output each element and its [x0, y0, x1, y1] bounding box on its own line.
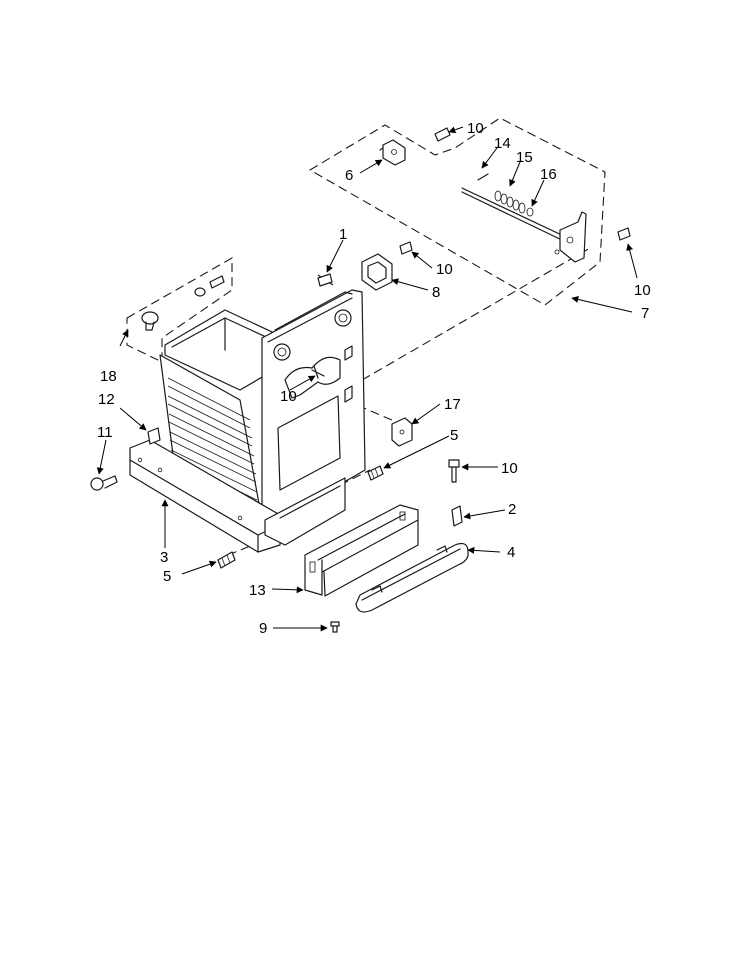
label-17: 17: [444, 396, 461, 413]
part-labels: 10 6 14 15 16 1 10 8 10 7 18 10 12 17 11…: [97, 120, 651, 637]
label-4: 4: [507, 544, 515, 561]
screw-10-top-icon: [434, 127, 451, 142]
screw-11-icon: [90, 475, 118, 491]
label-5-lower: 5: [163, 568, 171, 585]
bracket-8: [361, 253, 393, 291]
fastener-18-icon: [141, 275, 225, 331]
screw-5-upper-icon: [367, 465, 384, 481]
leader-lines: [96, 126, 638, 632]
washer-16-icon: [526, 207, 534, 217]
label-10-top: 10: [467, 120, 484, 137]
label-10-mid: 10: [280, 388, 297, 405]
latch-rod-assembly: [461, 173, 587, 263]
screw-10-panel-icon: [399, 241, 413, 255]
label-15: 15: [516, 149, 533, 166]
latch-assembly-dashed-group: [308, 117, 606, 306]
fastener-dashed-group: [126, 257, 233, 363]
bracket-17: [391, 417, 413, 447]
label-2: 2: [508, 501, 516, 518]
label-10-right: 10: [634, 282, 651, 299]
label-5-upper: 5: [450, 427, 458, 444]
clip-12-icon: [147, 427, 161, 445]
screw-1-icon: [317, 273, 333, 287]
screw-10-right-icon: [617, 227, 631, 241]
label-14: 14: [494, 135, 511, 152]
screw-10-lower-icon: [448, 459, 460, 483]
label-6: 6: [345, 167, 353, 184]
screw-9-icon: [330, 621, 340, 633]
label-16: 16: [540, 166, 557, 183]
label-10-upper: 10: [436, 261, 453, 278]
label-3: 3: [160, 549, 168, 566]
spring-15-icon: [494, 190, 526, 214]
screws: [90, 127, 631, 633]
label-18: 18: [100, 368, 117, 385]
screw-5-lower-icon: [217, 551, 236, 569]
cabinet-frame: [129, 289, 366, 553]
label-8: 8: [432, 284, 440, 301]
bracket-2-icon: [451, 505, 463, 527]
label-10-lower: 10: [501, 460, 518, 477]
label-11: 11: [97, 424, 113, 441]
handle-bar: [355, 542, 469, 613]
kick-plate: [304, 504, 419, 597]
label-9: 9: [259, 620, 267, 637]
label-7: 7: [641, 305, 649, 322]
label-12: 12: [98, 391, 115, 408]
label-1: 1: [339, 226, 347, 243]
screw-10-mid-icon: [311, 365, 325, 379]
label-13: 13: [249, 582, 266, 599]
hinge-bracket-6: [379, 139, 406, 166]
